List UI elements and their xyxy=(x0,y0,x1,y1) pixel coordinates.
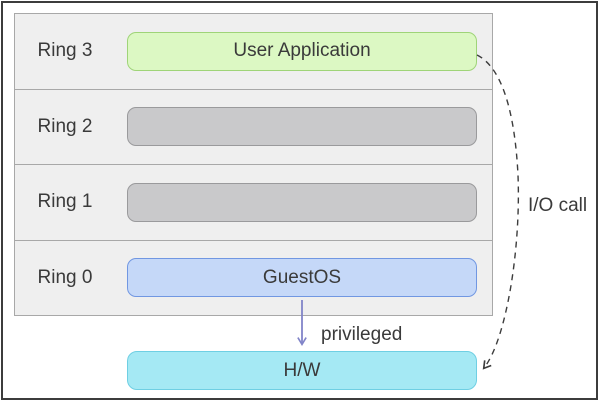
privileged-label: privileged xyxy=(321,324,403,345)
ring-2-empty-box xyxy=(127,107,477,147)
guestos-box: GuestOS xyxy=(127,258,477,298)
ring-0-label: Ring 0 xyxy=(37,266,93,288)
ring-1-label: Ring 1 xyxy=(37,191,93,213)
ring-row-0: Ring 0 GuestOS xyxy=(14,239,493,316)
ring-3-label: Ring 3 xyxy=(37,40,93,62)
user-application-box: User Application xyxy=(127,31,477,71)
ring-2-label: Ring 2 xyxy=(37,115,93,137)
ring-row-2: Ring 2 xyxy=(14,88,493,165)
io-call-label: I/O call xyxy=(528,195,588,216)
ring-1-empty-box xyxy=(127,182,477,222)
hardware-box: H/W xyxy=(127,351,477,390)
ring-row-3: Ring 3 User Application xyxy=(14,13,493,90)
protection-ring-stack: Ring 3 User Application Ring 2 Ring 1 Ri… xyxy=(14,13,493,316)
ring-row-1: Ring 1 xyxy=(14,164,493,241)
